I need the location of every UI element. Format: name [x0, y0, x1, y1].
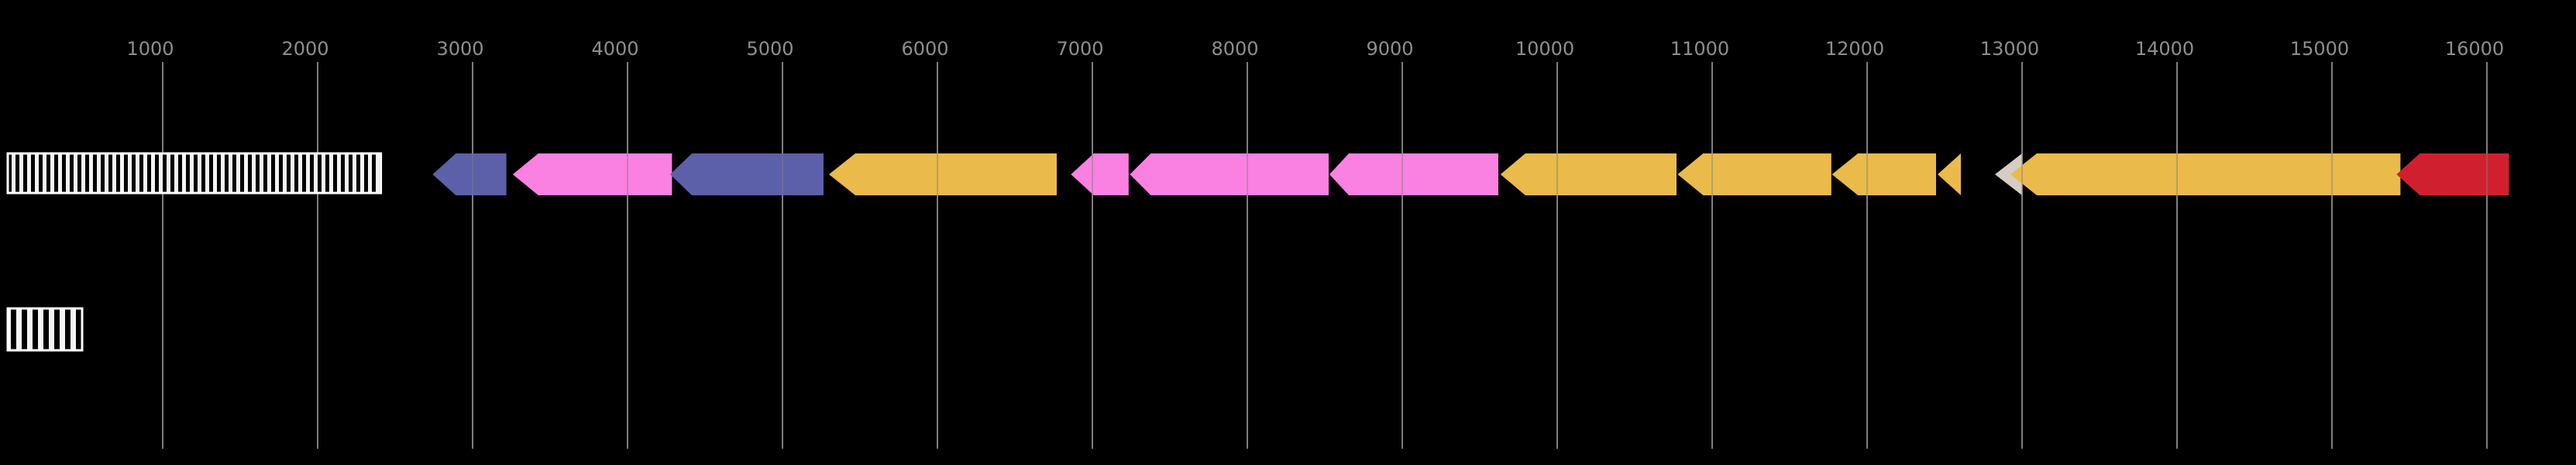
- tick-label: 13000: [1980, 38, 2039, 60]
- tick-label: 15000: [2290, 38, 2349, 60]
- tick-label: 7000: [1056, 38, 1103, 60]
- gene-arrow-slate-blue: [432, 153, 507, 195]
- tick-label: 10000: [1515, 38, 1574, 60]
- hatched-source-region: [6, 152, 383, 195]
- tick-label: 8000: [1211, 38, 1258, 60]
- gridlines-under: [162, 62, 2488, 449]
- gridlines-over: [162, 62, 2488, 449]
- gene-arrow-slate-blue: [670, 153, 824, 195]
- gene-arrow-gold: [2010, 153, 2401, 195]
- gene-arrow-pink: [1130, 153, 1329, 195]
- hatched-rects-layer: [6, 152, 383, 352]
- tick-labels-layer: 1000 2000 3000 4000 5000 6000 7000 8000 9000 1000…: [126, 38, 2504, 60]
- gene-arrow-gold: [1831, 153, 1936, 195]
- gene-arrow-pink: [1329, 153, 1498, 195]
- tick-label: 4000: [591, 38, 638, 60]
- tick-label: 6000: [901, 38, 948, 60]
- tick-label: 9000: [1366, 38, 1413, 60]
- tick-label: 14000: [2135, 38, 2194, 60]
- gene-arrow-gold: [1677, 153, 1831, 195]
- gene-triangle-beige: [1995, 153, 2022, 195]
- tick-label: 12000: [1825, 38, 1884, 60]
- gene-arrow-pink: [512, 153, 672, 195]
- gene-arrow-red: [2396, 153, 2509, 195]
- tick-label: 1000: [126, 38, 174, 60]
- tick-label: 11000: [1670, 38, 1729, 60]
- features-layer: [432, 153, 2509, 195]
- tick-label: 16000: [2445, 38, 2504, 60]
- tick-label: 2000: [281, 38, 328, 60]
- gene-arrow-gold: [1500, 153, 1677, 195]
- tick-label: 3000: [436, 38, 483, 60]
- hatched-source-region: [6, 307, 84, 352]
- gene-arrow-pink: [1071, 153, 1129, 195]
- gene-arrow-gold: [829, 153, 1057, 195]
- tick-label: 5000: [746, 38, 793, 60]
- gene-triangle-gold: [1938, 153, 1961, 195]
